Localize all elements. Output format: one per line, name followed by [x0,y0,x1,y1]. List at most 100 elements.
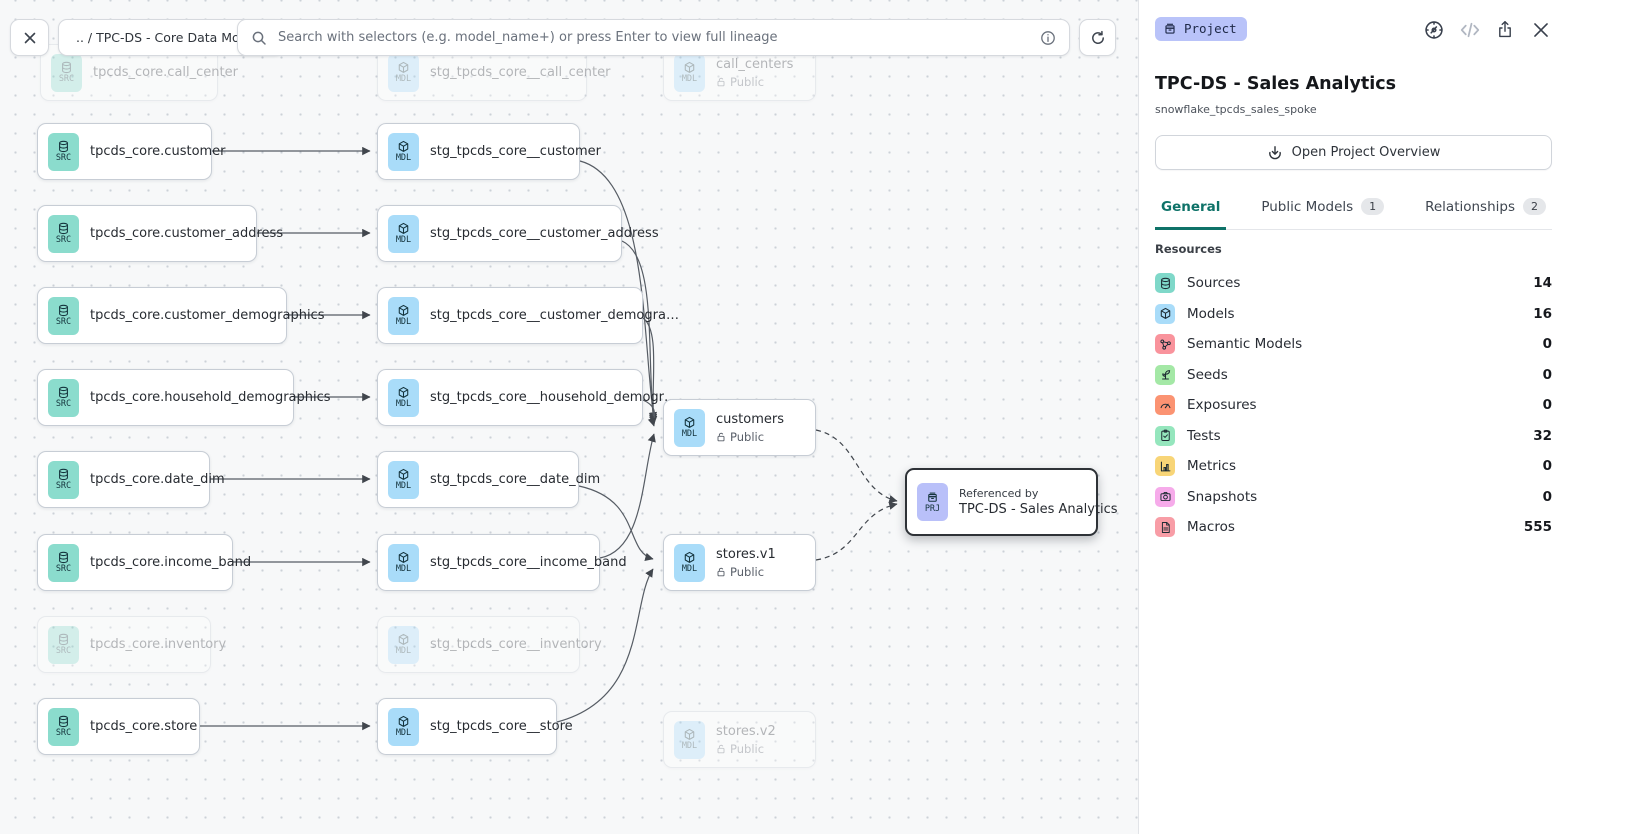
lineage-edge [642,317,658,425]
node-label: stg_tpcds_core__customer [430,144,602,159]
refresh-lineage-button[interactable] [1079,19,1116,56]
info-icon[interactable] [1040,30,1056,46]
open-project-overview-button[interactable]: Open Project Overview [1155,135,1552,170]
lineage-edge [815,429,898,504]
lineage-search-bar[interactable] [237,19,1070,56]
breadcrumb-label: .. / TPC-DS - Core Data Models [76,30,266,45]
node-label: stg_tpcds_core__call_center [430,65,611,80]
model-icon: MDL [388,543,419,582]
lock-open-icon [716,567,726,577]
resource-label: Metrics [1187,458,1237,475]
node-label: tpcds_core.date_dim [90,472,225,487]
project-icon [1165,23,1175,34]
resource-label: Macros [1187,519,1235,536]
tab-label: Relationships [1425,198,1515,215]
model-icon: MDL [388,296,419,335]
lineage-edge [599,433,656,559]
source-icon: SRC [48,707,79,746]
share-icon[interactable] [1495,20,1515,40]
open-project-overview-label: Open Project Overview [1291,145,1441,160]
resource-count: 555 [1523,519,1552,536]
lineage-node-mdl-stg-income-band[interactable]: MDL stg_tpcds_core__income_band [377,534,627,591]
node-label: tpcds_core.call_center [93,65,238,80]
resource-count: 0 [1542,488,1552,505]
model-icon: MDL [674,53,705,92]
source-icon: SRC [48,543,79,582]
tab-label: Public Models [1261,198,1354,215]
node-label: stores.v2 [716,723,776,739]
lineage-edge [815,501,898,561]
seed-icon [1155,364,1175,385]
model-icon: MDL [388,625,419,664]
node-label: call_centers [716,56,794,72]
resource-label: Snapshots [1187,488,1258,505]
source-icon: SRC [48,378,79,417]
tab-public-models[interactable]: Public Models 1 [1255,192,1390,230]
resource-row-snapshots[interactable]: Snapshots 0 [1155,482,1552,513]
node-access-label: Public [716,430,784,444]
node-label: customers [716,411,784,427]
model-icon: MDL [388,707,419,746]
explore-compass-icon[interactable] [1423,19,1445,41]
lock-open-icon [716,432,726,442]
resource-row-macros[interactable]: Macros 555 [1155,512,1552,543]
code-icon[interactable] [1460,20,1480,40]
tab-count-badge: 1 [1361,198,1385,215]
test-icon [1155,425,1175,446]
tab-general[interactable]: General [1155,192,1227,230]
macro-icon [1155,517,1175,538]
node-label: stg_tpcds_core__income_band [430,555,627,570]
tab-label: General [1161,198,1221,215]
resource-label: Seeds [1187,366,1228,383]
close-lineage-button[interactable] [10,19,49,56]
close-panel-icon[interactable] [1530,19,1552,41]
node-label: stg_tpcds_core__inventory [430,637,602,652]
resources-header: Resources [1155,242,1222,256]
node-access-label: Public [716,75,793,89]
cube-icon [1155,303,1175,324]
model-icon: MDL [674,543,705,582]
metric-icon [1155,456,1175,477]
project-icon: PRJ [917,483,948,521]
node-access-label: Public [716,742,776,756]
project-schema-subtitle: snowflake_tpcds_sales_spoke [1155,103,1317,116]
resource-count: 14 [1533,275,1552,292]
source-icon: SRC [48,214,79,253]
source-icon: SRC [48,132,79,171]
lock-open-icon [716,744,726,754]
lineage-node-mdl-stg-inventory[interactable]: MDL stg_tpcds_core__inventory [377,616,602,673]
model-icon: MDL [388,460,419,499]
model-icon: MDL [674,720,705,759]
search-input[interactable] [276,29,1031,46]
resource-label: Tests [1187,427,1221,444]
